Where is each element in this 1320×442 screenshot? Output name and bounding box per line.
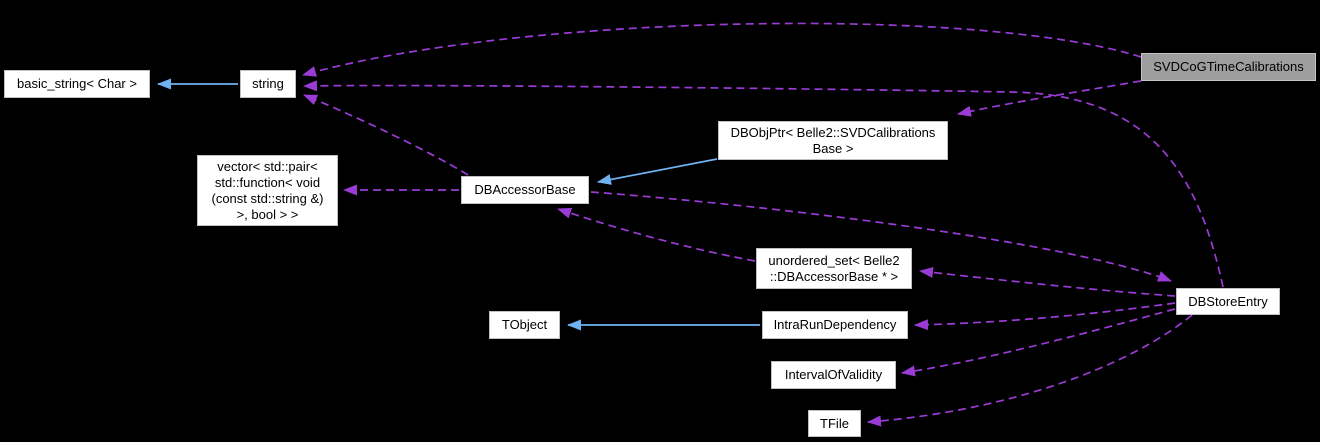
- edge-dbobjptr-to-dbaccessorbase: [597, 158, 718, 185]
- edge-svd-to-dbobjptr: [957, 80, 1142, 117]
- node-tfile[interactable]: TFile: [808, 410, 861, 437]
- node-unordered-set[interactable]: unordered_set< Belle2 ::DBAccessorBase *…: [756, 248, 912, 289]
- edge-unordered-set-to-dbaccessorbase: [557, 207, 756, 262]
- edge-dbstoreentry-to-string: [303, 80, 1224, 288]
- node-string[interactable]: string: [240, 70, 296, 98]
- node-svd-cog-time-calibrations: SVDCoGTimeCalibrations: [1141, 53, 1316, 81]
- edge-dbstoreentry-to-intrarundependency: [914, 302, 1176, 331]
- node-dbaccessorbase[interactable]: DBAccessorBase: [461, 176, 589, 204]
- node-intrarundependency[interactable]: IntraRunDependency: [762, 311, 908, 339]
- node-dbobjptr[interactable]: DBObjPtr< Belle2::SVDCalibrations Base >: [718, 121, 948, 160]
- edge-svd-to-string: [302, 22, 1142, 77]
- edge-dbaccessorbase-to-dbstoreentry: [590, 191, 1172, 282]
- edge-dbaccessorbase-to-string: [303, 94, 469, 176]
- node-intervalofvalidity[interactable]: IntervalOfValidity: [771, 361, 896, 389]
- node-vector-pair[interactable]: vector< std::pair< std::function< void (…: [197, 155, 338, 226]
- edge-dbstoreentry-to-unordered-set: [919, 266, 1176, 297]
- edge-dbstoreentry-to-tfile: [867, 314, 1193, 427]
- node-dbstoreentry[interactable]: DBStoreEntry: [1176, 288, 1280, 315]
- edge-dbstoreentry-to-intervalofvalidity: [901, 308, 1176, 377]
- node-basic-string[interactable]: basic_string< Char >: [4, 70, 150, 98]
- node-tobject[interactable]: TObject: [489, 311, 560, 339]
